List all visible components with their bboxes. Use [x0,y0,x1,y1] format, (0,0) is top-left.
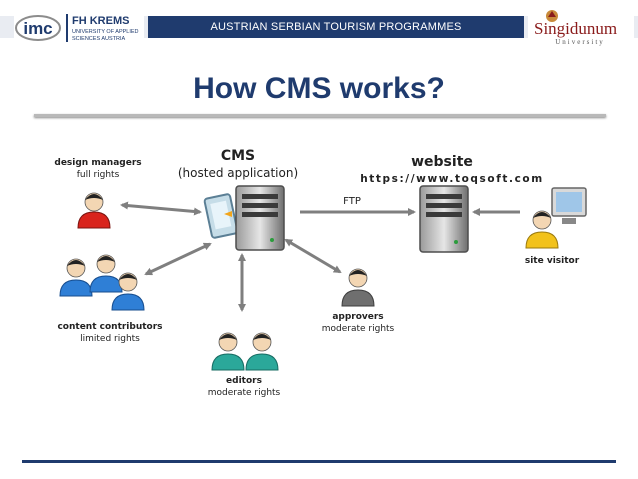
footer-divider [22,460,616,463]
approvers-label: approvers [332,312,383,322]
singidunum-logo: Singidunum University [528,8,634,48]
arrow-contributors-cms [144,242,212,276]
fh-krems-sub2: SCIENCES AUSTRIA [72,36,126,42]
editors-label: editors [226,376,262,386]
design-manager-person-icon [77,192,111,229]
editors-group-icon [211,332,279,371]
content-contributors-rights-label: limited rights [80,334,140,344]
ftp-label: FTP [343,196,361,207]
site-visitor-label: site visitor [525,256,580,266]
design-managers-rights-label: full rights [77,170,120,180]
cms-title-label: CMS [221,148,255,164]
approver-person-icon [341,268,375,307]
arrow-approvers-cms [284,238,342,274]
singidunum-logo-text: Singidunum [534,19,617,38]
website-server-icon [419,185,469,253]
imc-logo-text: imc [23,19,52,38]
site-visitor-person-icon [525,210,559,249]
fh-krems-sub1: UNIVERSITY OF APPLIED [72,29,139,35]
approvers-rights-label: moderate rights [322,324,395,334]
singidunum-logo-sub: University [555,38,605,46]
cms-subtitle-label: (hosted application) [178,166,298,180]
editors-rights-label: moderate rights [208,388,281,398]
design-managers-label: design managers [54,158,141,168]
fh-krems-text: FH KREMS [72,15,129,27]
cms-server-icon [203,185,285,251]
arrow-design-cms [120,201,202,216]
content-contributors-label: content contributors [57,322,162,332]
content-contributors-group-icon [59,254,145,311]
slide-title: How CMS works? [193,72,445,105]
website-title-label: website [411,154,473,170]
banner-title: AUSTRIAN SERBIAN TOURISM PROGRAMMES [148,16,524,38]
title-divider [34,114,606,117]
imc-fh-krems-logo: imc FH KREMS UNIVERSITY OF APPLIED SCIEN… [14,10,144,46]
website-url-label: https://www.toqsoft.com [360,173,544,185]
monitor-icon [551,187,587,224]
